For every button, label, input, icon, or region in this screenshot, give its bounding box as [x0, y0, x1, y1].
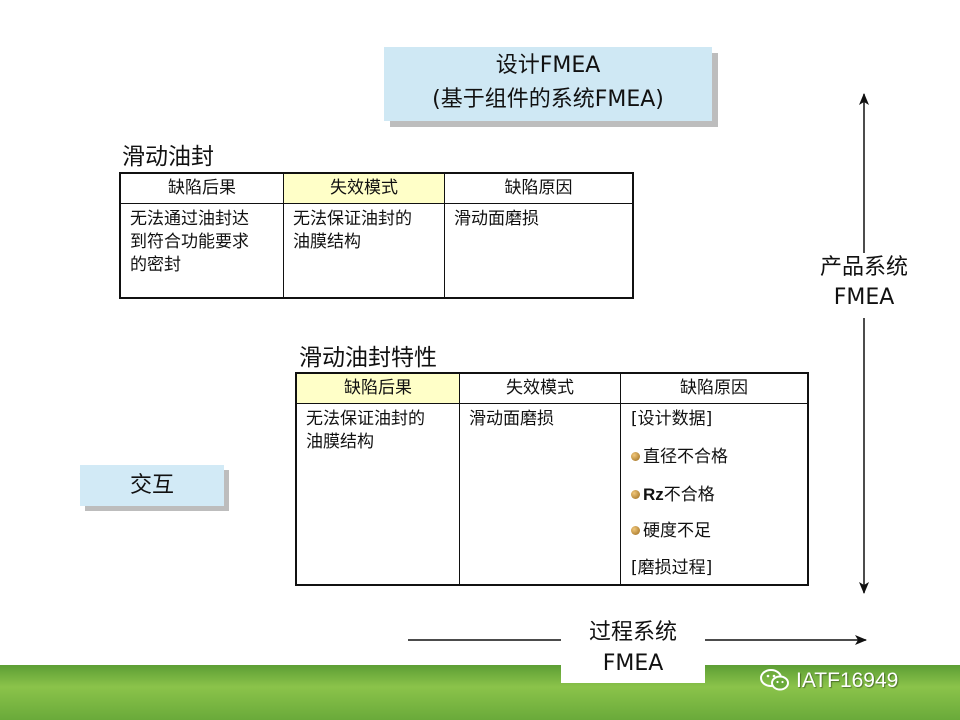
wechat-icon — [760, 669, 789, 691]
table1-header-row: 缺陷后果 失效模式 缺陷原因 — [119, 172, 634, 204]
process-fmea-line1: 过程系统 — [588, 620, 677, 645]
table2: 缺陷后果 失效模式 缺陷原因 无法保证油封的 油膜结构 滑动面磨损 [设计数据]… — [295, 372, 809, 586]
table2-effect-cell: 无法保证油封的 油膜结构 — [295, 403, 460, 586]
table1-effect-line: 到符合功能要求 — [130, 232, 249, 252]
design-fmea-title: 设计FMEA — [495, 53, 601, 78]
table2-title: 滑动油封特性 — [299, 345, 437, 371]
brand-text: IATF16949 — [796, 669, 899, 692]
cause-item-text: 直径不合格 — [643, 447, 728, 467]
table2-header-mode: 失效模式 — [459, 372, 621, 404]
cause-heading: [设计数据] — [631, 409, 713, 429]
cause-item: Rz不合格 — [631, 483, 799, 520]
table2-header-row: 缺陷后果 失效模式 缺陷原因 — [295, 372, 809, 404]
table1-row: 无法通过油封达 到符合功能要求 的密封 无法保证油封的 油膜结构 滑动面磨损 — [119, 203, 634, 298]
process-fmea-label: 过程系统 FMEA — [561, 615, 705, 683]
table1-effect-line: 的密封 — [130, 255, 181, 275]
table1-title: 滑动油封 — [122, 144, 214, 170]
cause-item-rz: Rz — [643, 485, 664, 504]
table1-mode-line: 无法保证油封的 — [293, 209, 412, 229]
product-fmea-line2: FMEA — [833, 285, 895, 310]
brand-watermark: IATF16949 — [760, 666, 950, 696]
table1-effect-cell: 无法通过油封达 到符合功能要求 的密封 — [119, 203, 284, 298]
table2-mode-cell: 滑动面磨损 — [459, 403, 621, 586]
cause-item: 硬度不足 — [631, 520, 799, 557]
design-fmea-subtitle: (基于组件的系统FMEA) — [432, 87, 664, 112]
cause-item-text: 硬度不足 — [643, 521, 711, 541]
table2-effect-line: 无法保证油封的 — [306, 409, 425, 429]
table1-mode-line: 油膜结构 — [293, 232, 361, 252]
table1-header-mode: 失效模式 — [283, 172, 445, 204]
design-fmea-header: 设计FMEA (基于组件的系统FMEA) — [384, 47, 712, 121]
cause-item: 直径不合格 — [631, 446, 799, 483]
product-fmea-label: 产品系统 FMEA — [800, 253, 928, 313]
footer-band — [0, 665, 960, 720]
bullet-icon — [631, 490, 640, 499]
table2-header-cause: 缺陷原因 — [620, 372, 809, 404]
table1-mode-cell: 无法保证油封的 油膜结构 — [283, 203, 445, 298]
table2-effect-line: 油膜结构 — [306, 432, 374, 452]
bullet-icon — [631, 526, 640, 535]
bullet-icon — [631, 452, 640, 461]
cause-item-text: 不合格 — [663, 485, 715, 505]
table2-row: 无法保证油封的 油膜结构 滑动面磨损 [设计数据] 直径不合格 Rz不合格 硬度… — [295, 403, 809, 586]
table2-header-effect: 缺陷后果 — [295, 372, 460, 404]
process-fmea-line2: FMEA — [602, 651, 664, 676]
interaction-box: 交互 — [80, 465, 224, 506]
table1-effect-line: 无法通过油封达 — [130, 209, 249, 229]
table1-cause-cell: 滑动面磨损 — [444, 203, 634, 298]
table1-header-cause: 缺陷原因 — [444, 172, 634, 204]
table1: 缺陷后果 失效模式 缺陷原因 无法通过油封达 到符合功能要求 的密封 无法保证油… — [119, 172, 634, 299]
table2-cause-cell: [设计数据] 直径不合格 Rz不合格 硬度不足 [磨损过程] — [620, 403, 809, 586]
product-fmea-line1: 产品系统 — [819, 255, 908, 280]
cause-footer: [磨损过程] — [631, 558, 713, 578]
